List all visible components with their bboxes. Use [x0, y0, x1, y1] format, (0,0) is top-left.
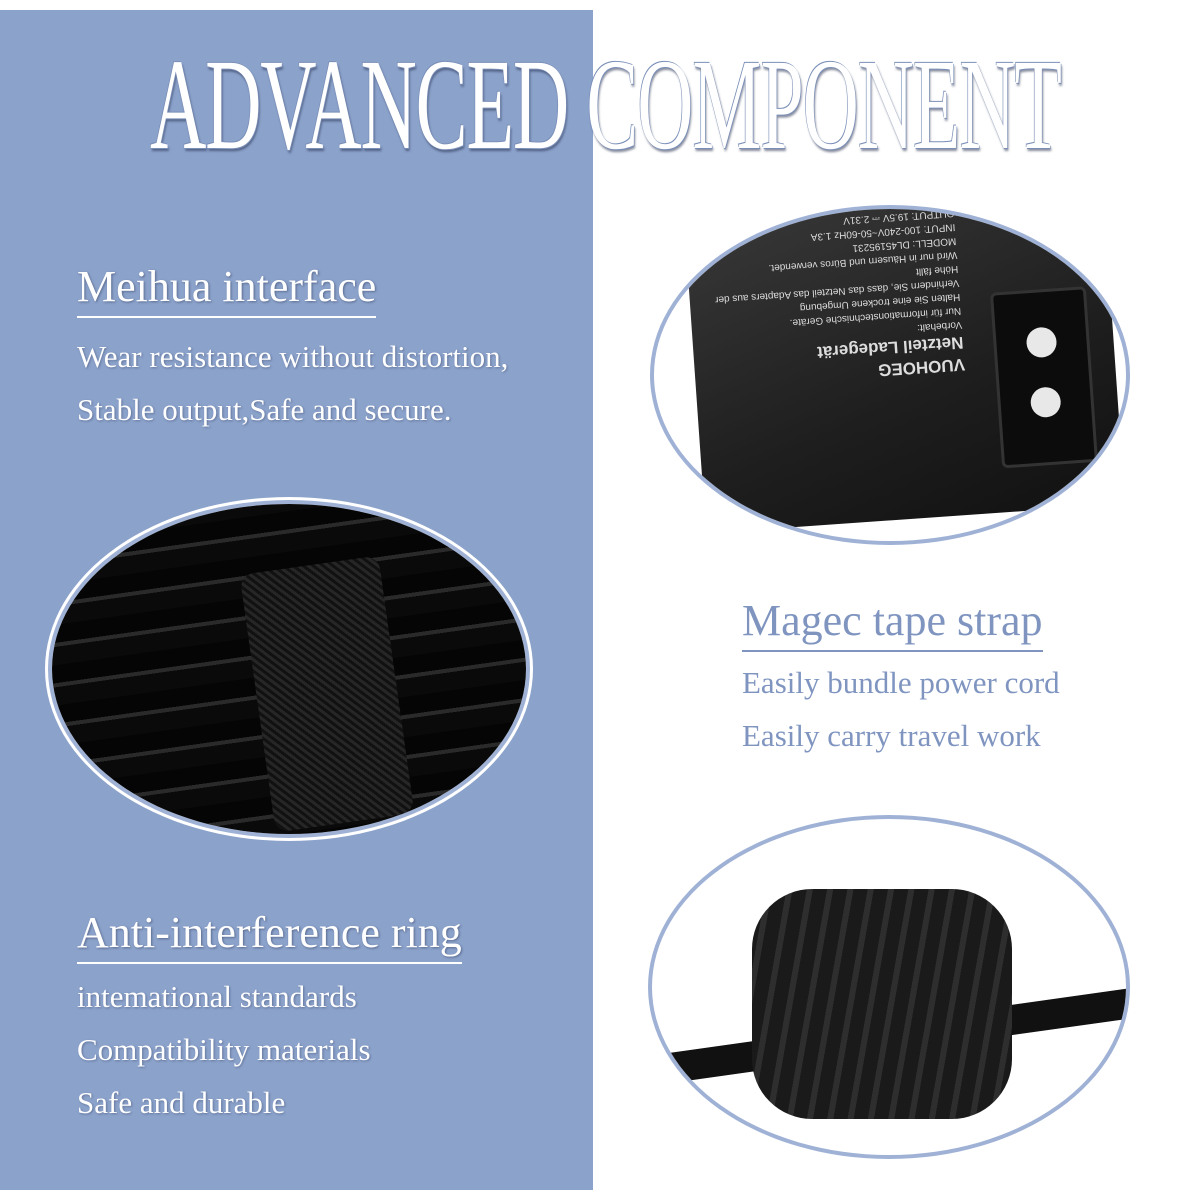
product-label: VUOHOEG Netzteil Ladegerät Vorbehalt: Nu… — [704, 209, 966, 392]
adapter-photo: VUOHOEG Netzteil Ladegerät Vorbehalt: Nu… — [650, 205, 1130, 545]
feature-text: Easily bundle power cord — [742, 665, 1060, 700]
page-title: ADVANCED COMPONENT — [150, 33, 1062, 177]
ferrite-photo — [648, 815, 1130, 1159]
feature-text: Easily carry travel work — [742, 718, 1041, 753]
strap-photo — [48, 500, 530, 838]
feature-text: intemational standards — [77, 979, 357, 1014]
ferrite-ring — [752, 889, 1012, 1119]
feature-text: Safe and durable — [77, 1085, 286, 1120]
figure8-socket-icon — [989, 286, 1098, 469]
feature-heading-meihua: Meihua interface — [77, 262, 377, 318]
feature-heading-ring: Anti-interference ring — [77, 908, 462, 964]
feature-text: Wear resistance without distortion, — [77, 339, 509, 374]
adapter-body: VUOHOEG Netzteil Ladegerät Vorbehalt: Nu… — [683, 209, 1125, 534]
feature-heading-strap: Magec tape strap — [742, 596, 1043, 652]
feature-text: Compatibility materials — [77, 1032, 371, 1067]
feature-text: Stable output,Safe and secure. — [77, 392, 452, 427]
